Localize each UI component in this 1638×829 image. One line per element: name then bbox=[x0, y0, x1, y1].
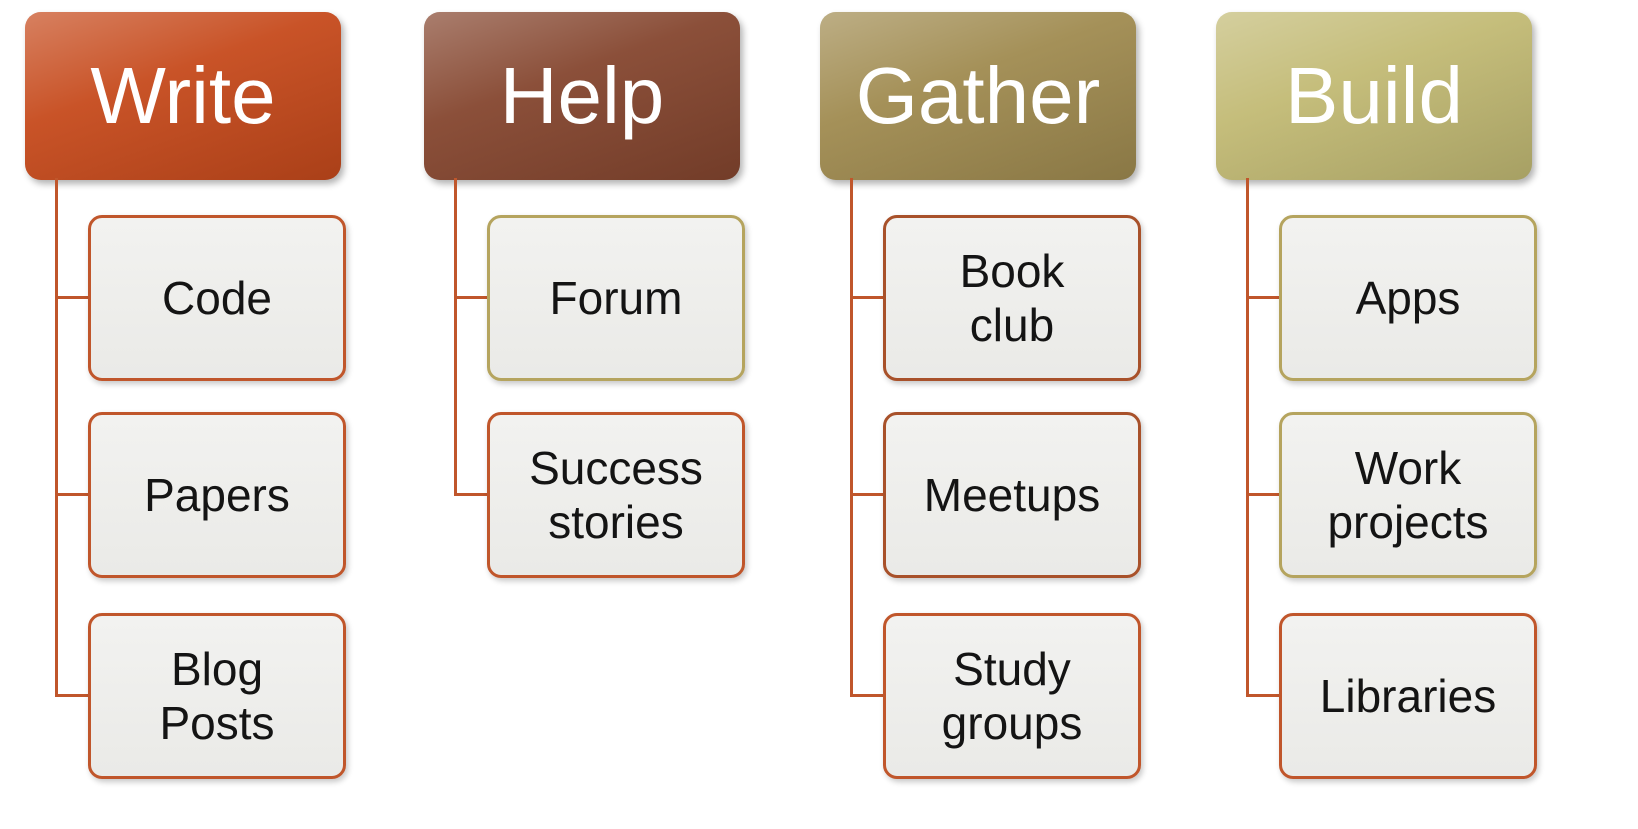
node-success-stories: Success stories bbox=[487, 412, 745, 578]
branch-gather: Gather Book club Meetups Study groups bbox=[820, 12, 1160, 812]
connector-line bbox=[454, 296, 490, 299]
connector-line bbox=[55, 296, 91, 299]
branch-header-help: Help bbox=[424, 12, 740, 180]
connector-line bbox=[850, 694, 886, 697]
node-papers: Papers bbox=[88, 412, 346, 578]
connector-line bbox=[55, 178, 58, 696]
connector-line bbox=[454, 178, 457, 495]
connector-line bbox=[850, 493, 886, 496]
node-forum: Forum bbox=[487, 215, 745, 381]
connector-line bbox=[1246, 493, 1282, 496]
connector-line bbox=[1246, 694, 1282, 697]
connector-line bbox=[1246, 178, 1249, 696]
connector-line bbox=[55, 694, 91, 697]
node-blog-posts: Blog Posts bbox=[88, 613, 346, 779]
branch-header-build: Build bbox=[1216, 12, 1532, 180]
node-apps: Apps bbox=[1279, 215, 1537, 381]
connector-line bbox=[55, 493, 91, 496]
branch-header-label: Build bbox=[1285, 51, 1463, 140]
branch-header-gather: Gather bbox=[820, 12, 1136, 180]
connector-line bbox=[850, 178, 853, 696]
branch-help: Help Forum Success stories bbox=[424, 12, 764, 812]
node-libraries: Libraries bbox=[1279, 613, 1537, 779]
connector-line bbox=[850, 296, 886, 299]
node-work-projects: Work projects bbox=[1279, 412, 1537, 578]
branch-header-label: Gather bbox=[855, 51, 1101, 140]
node-book-club: Book club bbox=[883, 215, 1141, 381]
connector-line bbox=[1246, 296, 1282, 299]
node-study-groups: Study groups bbox=[883, 613, 1141, 779]
branch-build: Build Apps Work projects Libraries bbox=[1216, 12, 1556, 812]
branch-header-label: Help bbox=[499, 51, 665, 140]
branch-header-label: Write bbox=[90, 51, 276, 140]
branch-write: Write Code Papers Blog Posts bbox=[25, 12, 365, 812]
branch-header-write: Write bbox=[25, 12, 341, 180]
node-meetups: Meetups bbox=[883, 412, 1141, 578]
connector-line bbox=[454, 493, 490, 496]
node-code: Code bbox=[88, 215, 346, 381]
